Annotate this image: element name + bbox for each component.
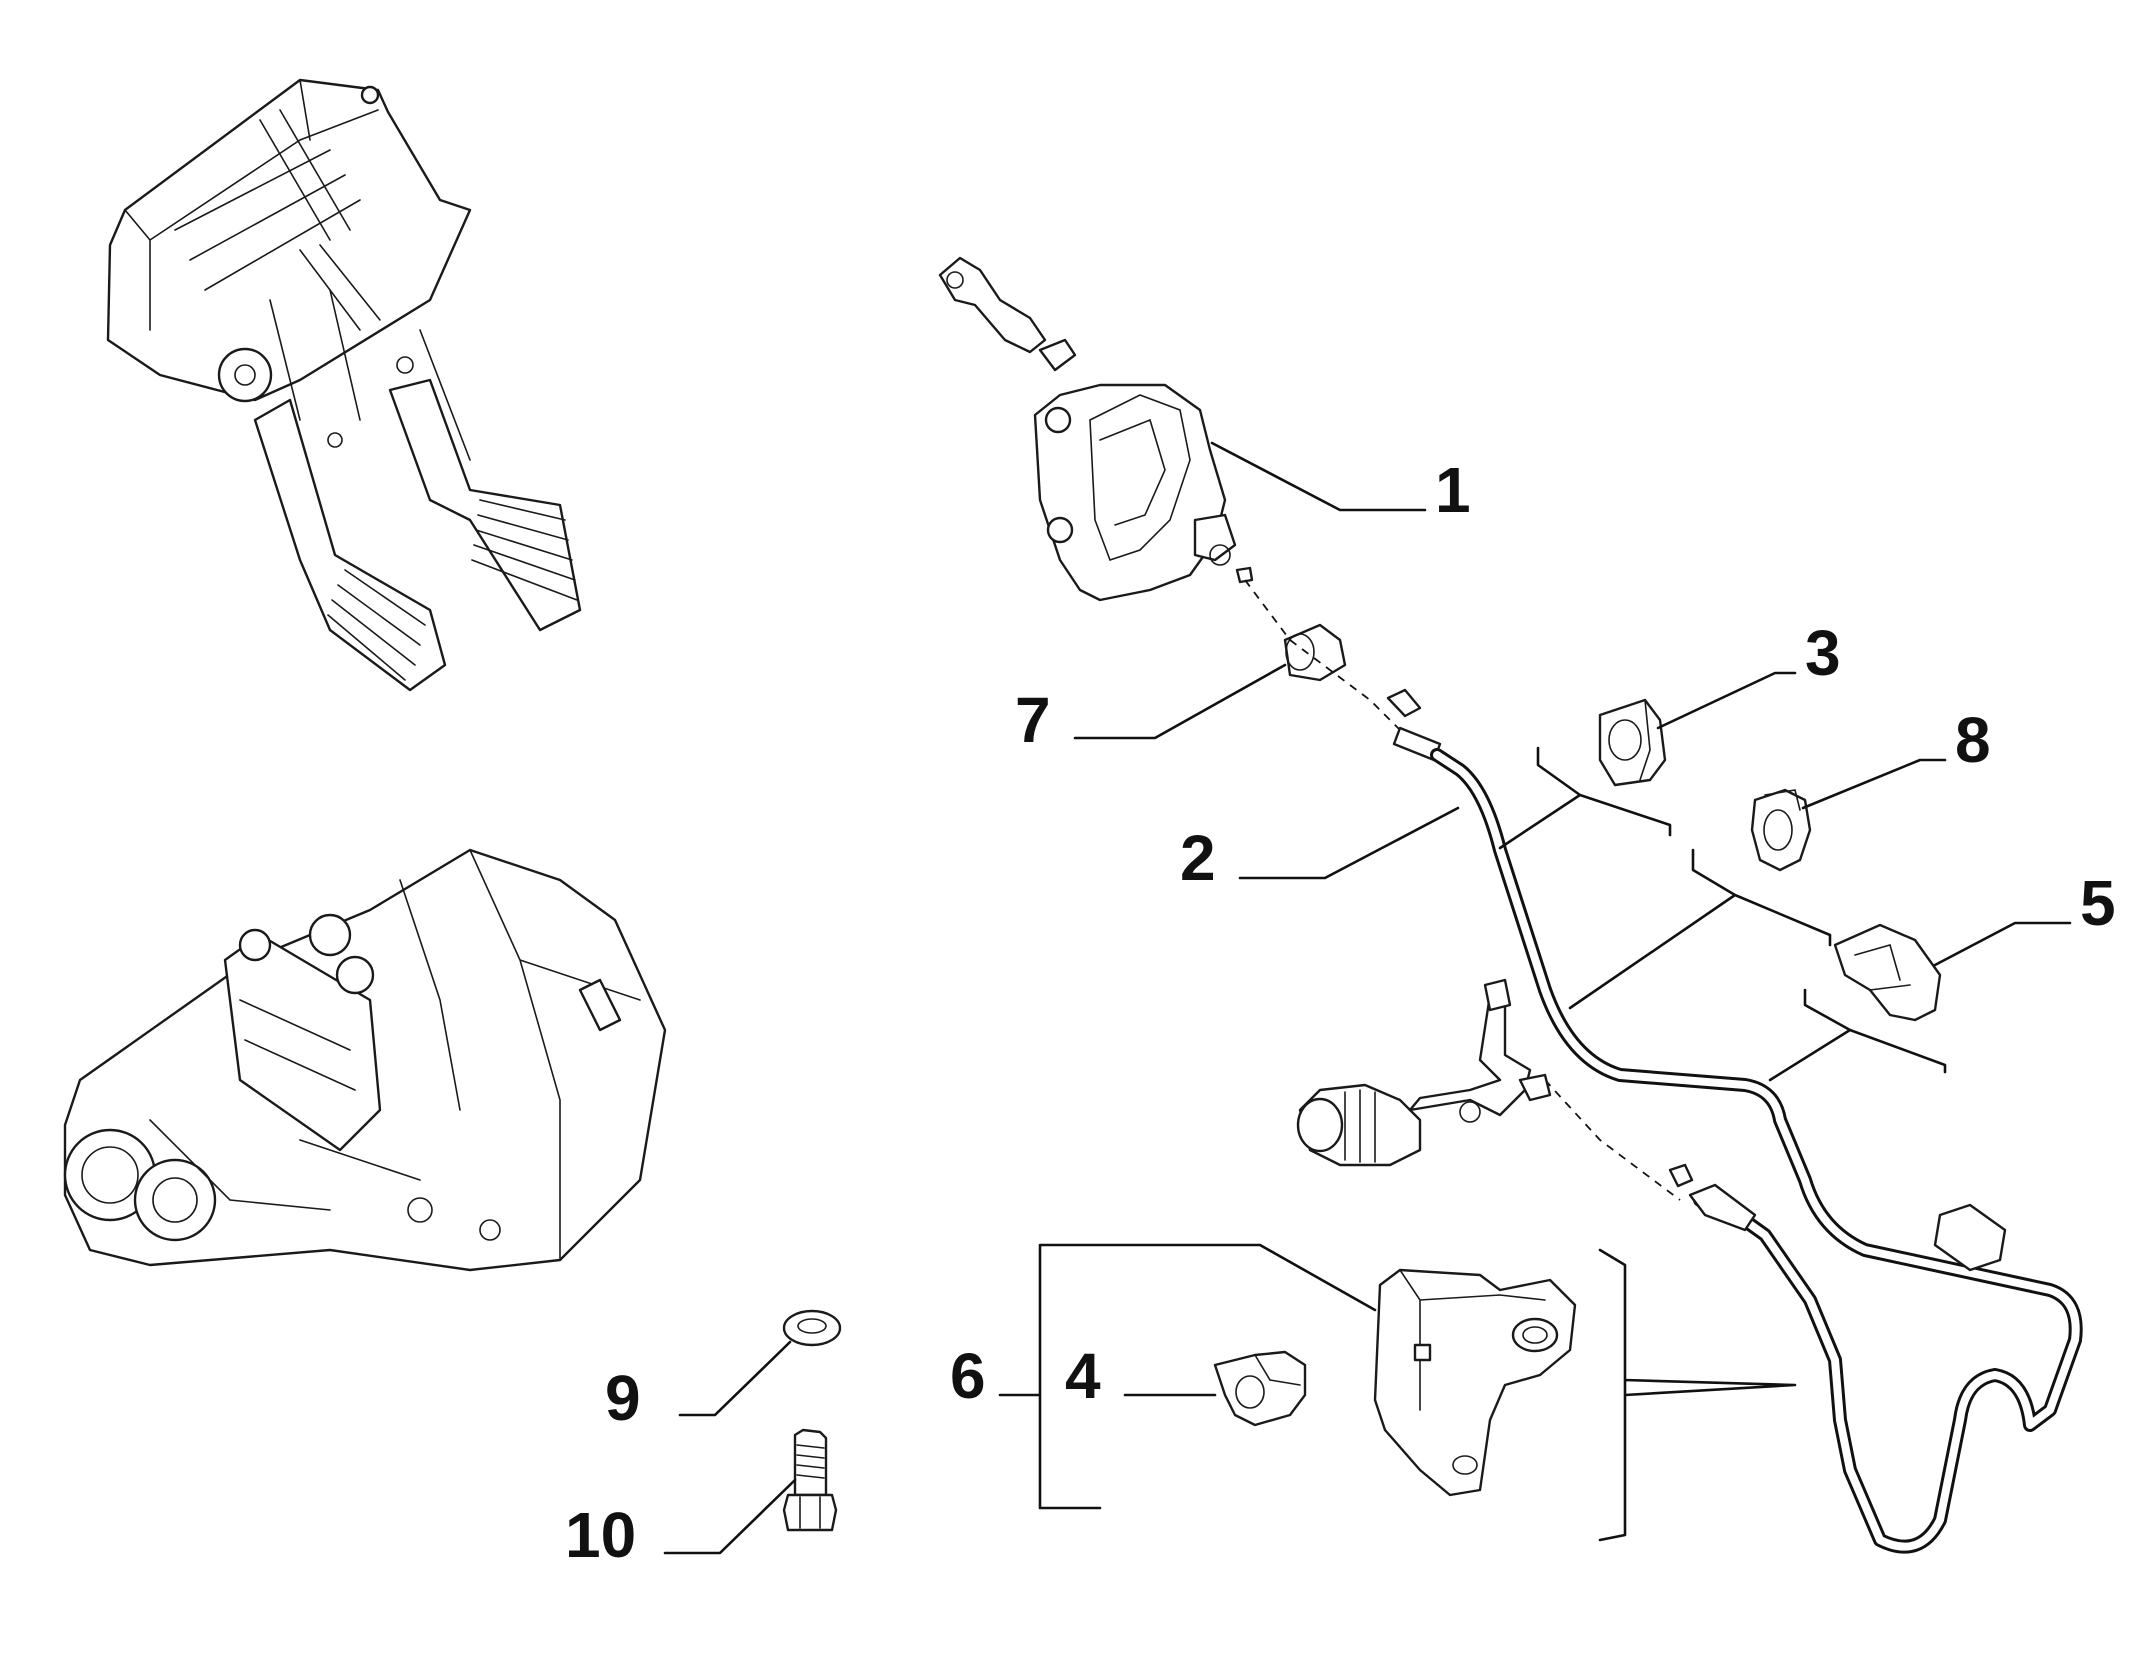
leader-lines	[663, 441, 2072, 1555]
hydraulic-pipe-part-2	[1386, 688, 2083, 1554]
callout-1: 1	[1435, 454, 1471, 526]
master-cylinder-part-1	[938, 256, 1254, 602]
leader-1	[1210, 441, 1427, 512]
seal-part-7	[1283, 623, 1347, 682]
callout-9: 9	[605, 1362, 641, 1434]
slave-cylinder	[1296, 978, 1552, 1167]
clip-part-4	[1213, 1350, 1307, 1427]
bracket-group-d	[1598, 1248, 1797, 1542]
callout-labels: 1 2 3 4 5 6 7 8 9 10	[565, 454, 2116, 1571]
bracket-group-a	[1498, 746, 1672, 850]
callout-5: 5	[2080, 867, 2116, 939]
bracket-6	[998, 1243, 1377, 1510]
leader-9	[678, 1340, 792, 1417]
assembly-line-upper	[1244, 579, 1401, 731]
callout-2: 2	[1180, 822, 1216, 894]
clip-part-3	[1598, 698, 1667, 787]
washer-part-9	[782, 1309, 842, 1347]
leader-7	[1073, 663, 1287, 740]
assembly-line-lower	[1544, 1079, 1681, 1201]
bracket-part-6	[1373, 1268, 1577, 1497]
clip-part-5	[1833, 923, 1942, 1022]
callout-10: 10	[565, 1499, 636, 1571]
callout-4: 4	[1065, 1340, 1101, 1412]
clip-part-8	[1750, 788, 1812, 872]
leader-8	[1801, 758, 1947, 810]
leader-5	[1933, 921, 2072, 967]
leader-3	[1656, 671, 1797, 730]
bracket-group-c	[1768, 988, 1947, 1082]
leader-2	[1238, 806, 1460, 880]
leader-10	[663, 1478, 797, 1555]
bolt-part-10	[782, 1428, 838, 1532]
gearbox-assembly	[63, 848, 667, 1272]
bracket-group-b	[1568, 848, 1832, 1010]
callout-8: 8	[1955, 704, 1991, 776]
pedal-box-assembly	[106, 78, 582, 692]
callout-3: 3	[1805, 617, 1841, 689]
callout-6: 6	[950, 1340, 986, 1412]
callout-7: 7	[1015, 684, 1051, 756]
